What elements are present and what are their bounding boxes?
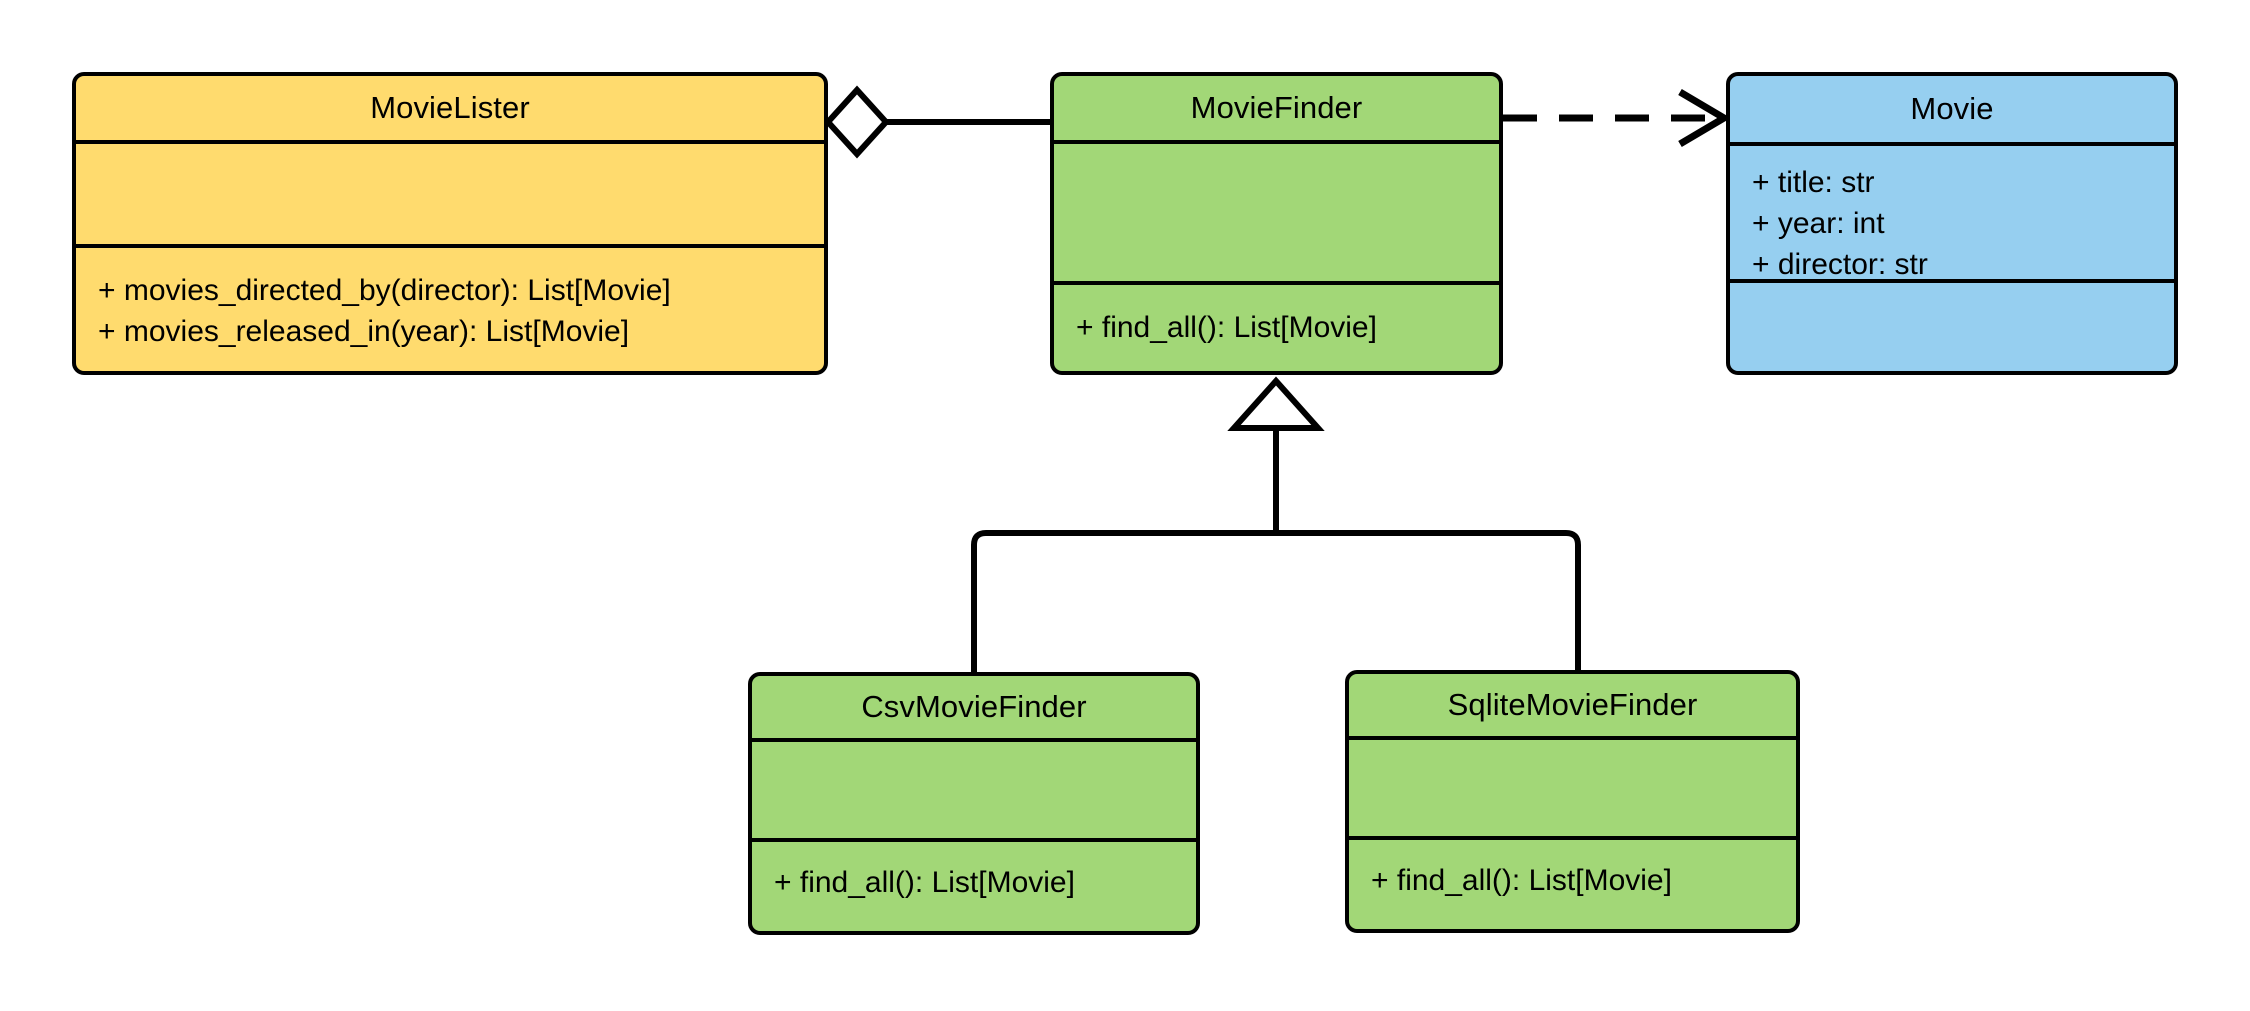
attribute-item: + year: int xyxy=(1752,207,1885,240)
methods-compartment-movie xyxy=(1730,279,2174,371)
method-item: + find_all(): List[Movie] xyxy=(1371,864,1672,897)
class-name-csv-movie-finder: CsvMovieFinder xyxy=(861,689,1087,724)
attributes-compartment-movie-finder xyxy=(1054,140,1499,281)
edge-aggregation-lister-finder[interactable] xyxy=(823,85,1050,159)
attributes-compartment-movie-lister xyxy=(76,140,824,244)
attribute-item: + title: str xyxy=(1752,166,1875,199)
method-item: + movies_released_in(year): List[Movie] xyxy=(98,315,630,348)
method-item: + find_all(): List[Movie] xyxy=(774,866,1075,899)
open-arrow-icon xyxy=(1678,88,1731,148)
hollow-diamond-icon xyxy=(823,85,891,159)
attributes-compartment-sqlite-movie-finder xyxy=(1349,736,1796,836)
edge-dependency-finder-movie[interactable] xyxy=(1503,88,1731,148)
attribute-item: + director: str xyxy=(1752,248,1928,281)
class-box-movie-finder[interactable]: MovieFinder + find_all(): List[Movie] xyxy=(1050,72,1503,375)
class-box-movie[interactable]: Movie + title: str + year: int + directo… xyxy=(1726,72,2178,375)
hollow-triangle-icon xyxy=(1227,376,1325,431)
class-name-sqlite-movie-finder: SqliteMovieFinder xyxy=(1447,687,1698,722)
class-box-csv-movie-finder[interactable]: CsvMovieFinder + find_all(): List[Movie] xyxy=(748,672,1200,935)
attributes-compartment-movie: + title: str + year: int + director: str xyxy=(1730,142,2174,281)
methods-compartment-movie-lister: + movies_directed_by(director): List[Mov… xyxy=(76,244,824,371)
class-name-movie: Movie xyxy=(1910,91,1994,126)
methods-compartment-sqlite-movie-finder: + find_all(): List[Movie] xyxy=(1349,836,1796,929)
class-box-movie-lister[interactable]: MovieLister + movies_directed_by(directo… xyxy=(72,72,828,375)
methods-compartment-csv-movie-finder: + find_all(): List[Movie] xyxy=(752,838,1196,931)
generalization-fork xyxy=(971,530,1581,672)
method-item: + movies_directed_by(director): List[Mov… xyxy=(98,274,671,307)
class-name-movie-finder: MovieFinder xyxy=(1190,90,1363,125)
class-name-movie-lister: MovieLister xyxy=(370,90,530,125)
edge-generalization-tree[interactable] xyxy=(971,376,1581,672)
methods-compartment-movie-finder: + find_all(): List[Movie] xyxy=(1054,281,1499,371)
class-box-sqlite-movie-finder[interactable]: SqliteMovieFinder + find_all(): List[Mov… xyxy=(1345,670,1800,933)
attributes-compartment-csv-movie-finder xyxy=(752,738,1196,838)
method-item: + find_all(): List[Movie] xyxy=(1076,311,1377,344)
